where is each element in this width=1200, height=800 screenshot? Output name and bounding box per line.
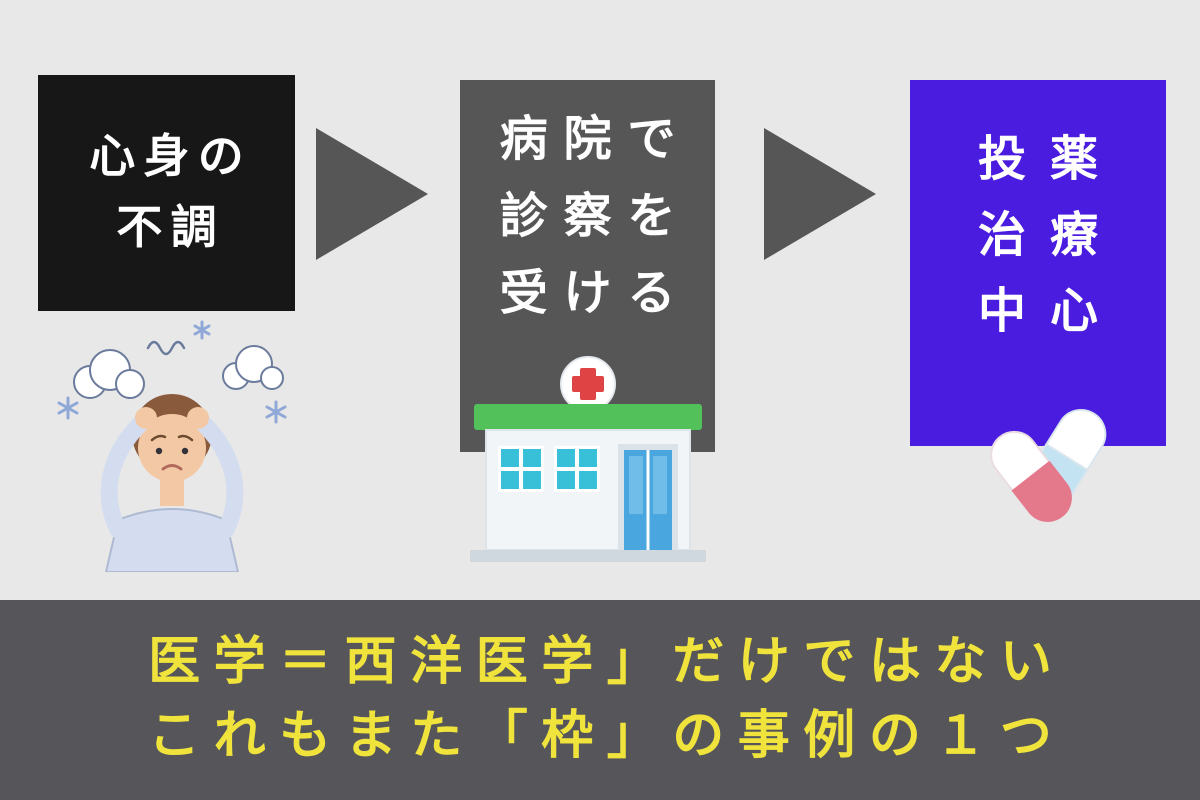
step-3-label-line: 投薬 <box>977 133 1122 186</box>
step-2-label-line: 受ける <box>499 266 692 320</box>
step-1-label-line: 心身の <box>89 131 253 182</box>
step-3-box: 投薬 治療 中心 <box>910 80 1166 446</box>
right-arrow-icon <box>316 128 428 260</box>
stressed-person-illustration <box>52 312 292 577</box>
stressed-person-icon <box>57 320 287 573</box>
step-3-label-line: 中心 <box>977 284 1122 338</box>
door-icon <box>618 444 678 550</box>
step-3-label-line: 治療 <box>977 208 1122 262</box>
caption-line-1: 医学＝西洋医学」だけではない <box>148 634 1066 691</box>
caption-banner: 医学＝西洋医学」だけではない これもまた「枠」の事例の１つ <box>0 600 1200 800</box>
caption-line-2: これもまた「枠」の事例の１つ <box>148 707 1066 765</box>
step-2-label-line: 病院で <box>499 113 692 166</box>
right-arrow-icon <box>764 128 876 260</box>
window-icon <box>498 446 600 492</box>
pill-capsules-illustration <box>975 385 1120 540</box>
hospital-building-icon <box>470 356 706 562</box>
step-2-label-line: 診察を <box>499 189 692 243</box>
pill-capsules-icon <box>990 409 1107 522</box>
step-1-label-line: 不調 <box>116 202 225 254</box>
step-1-box: 心身の 不調 <box>38 75 295 311</box>
hospital-building-illustration <box>468 352 708 567</box>
